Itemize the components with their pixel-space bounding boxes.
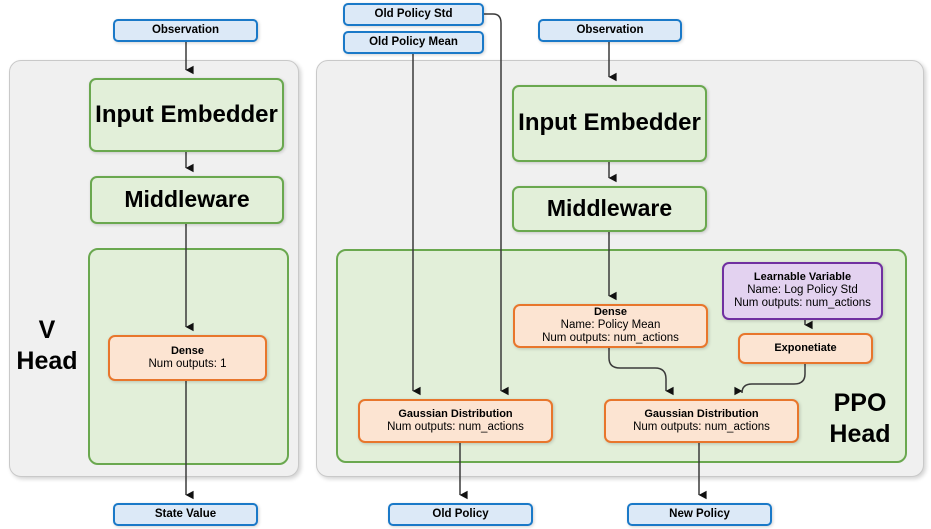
input-old-policy-std[interactable]: Old Policy Std bbox=[343, 3, 484, 26]
ppo-gaussian-old-node[interactable]: Gaussian Distribution Num outputs: num_a… bbox=[358, 399, 553, 443]
ppo-exponetiate-node[interactable]: Exponetiate bbox=[738, 333, 873, 364]
input-observation-left-label: Observation bbox=[151, 23, 220, 36]
ppo-middleware-node[interactable]: Middleware bbox=[512, 186, 707, 232]
v-head-label-line1: V bbox=[38, 316, 56, 344]
output-old-policy-label: Old Policy bbox=[432, 507, 489, 520]
ppo-head-label-line2: Head bbox=[829, 419, 891, 448]
ppo-input-embedder-node[interactable]: Input Embedder bbox=[512, 85, 707, 162]
v-input-embedder-node[interactable]: Input Embedder bbox=[89, 78, 284, 152]
ppo-exponetiate-title: Exponetiate bbox=[774, 342, 837, 355]
v-input-embedder-label: Input Embedder bbox=[95, 100, 278, 128]
output-new-policy[interactable]: New Policy bbox=[627, 503, 772, 526]
ppo-gaussian-new-num-outputs: Num outputs: num_actions bbox=[633, 420, 770, 433]
ppo-dense-policy-mean-node[interactable]: Dense Name: Policy Mean Num outputs: num… bbox=[513, 304, 708, 348]
ppo-gaussian-new-title: Gaussian Distribution bbox=[644, 407, 759, 420]
output-new-policy-label: New Policy bbox=[669, 507, 730, 520]
ppo-learnable-variable-title: Learnable Variable bbox=[753, 270, 852, 283]
ppo-head-label-line1: PPO bbox=[833, 389, 887, 417]
input-observation-left[interactable]: Observation bbox=[113, 19, 258, 42]
input-observation-right-label: Observation bbox=[576, 23, 644, 36]
v-dense-num-outputs: Num outputs: 1 bbox=[148, 357, 227, 370]
ppo-dense-title: Dense bbox=[593, 305, 628, 318]
v-dense-node[interactable]: Dense Num outputs: 1 bbox=[108, 335, 267, 381]
v-middleware-label: Middleware bbox=[124, 186, 250, 213]
v-head-label: V Head bbox=[12, 315, 82, 376]
ppo-dense-name: Name: Policy Mean bbox=[560, 318, 661, 331]
ppo-middleware-label: Middleware bbox=[546, 195, 673, 222]
v-head-label-line2: Head bbox=[16, 346, 78, 375]
input-old-policy-std-label: Old Policy Std bbox=[374, 7, 453, 20]
ppo-learnable-variable-node[interactable]: Learnable Variable Name: Log Policy Std … bbox=[722, 262, 883, 320]
input-old-policy-mean[interactable]: Old Policy Mean bbox=[343, 31, 484, 54]
input-observation-right[interactable]: Observation bbox=[538, 19, 682, 42]
ppo-gaussian-old-num-outputs: Num outputs: num_actions bbox=[387, 420, 524, 433]
input-old-policy-mean-label: Old Policy Mean bbox=[369, 35, 458, 48]
ppo-head-label: PPO Head bbox=[820, 388, 900, 449]
ppo-dense-num-outputs: Num outputs: num_actions bbox=[542, 332, 679, 345]
ppo-input-embedder-label: Input Embedder bbox=[518, 109, 701, 137]
output-old-policy[interactable]: Old Policy bbox=[388, 503, 533, 526]
output-state-value[interactable]: State Value bbox=[113, 503, 258, 526]
ppo-gaussian-new-node[interactable]: Gaussian Distribution Num outputs: num_a… bbox=[604, 399, 799, 443]
ppo-gaussian-old-title: Gaussian Distribution bbox=[398, 407, 513, 420]
output-state-value-label: State Value bbox=[154, 507, 217, 520]
v-middleware-node[interactable]: Middleware bbox=[90, 176, 284, 224]
ppo-learnable-variable-name: Name: Log Policy Std bbox=[747, 283, 858, 296]
ppo-learnable-variable-num-outputs: Num outputs: num_actions bbox=[734, 297, 871, 310]
v-dense-title: Dense bbox=[170, 344, 205, 357]
